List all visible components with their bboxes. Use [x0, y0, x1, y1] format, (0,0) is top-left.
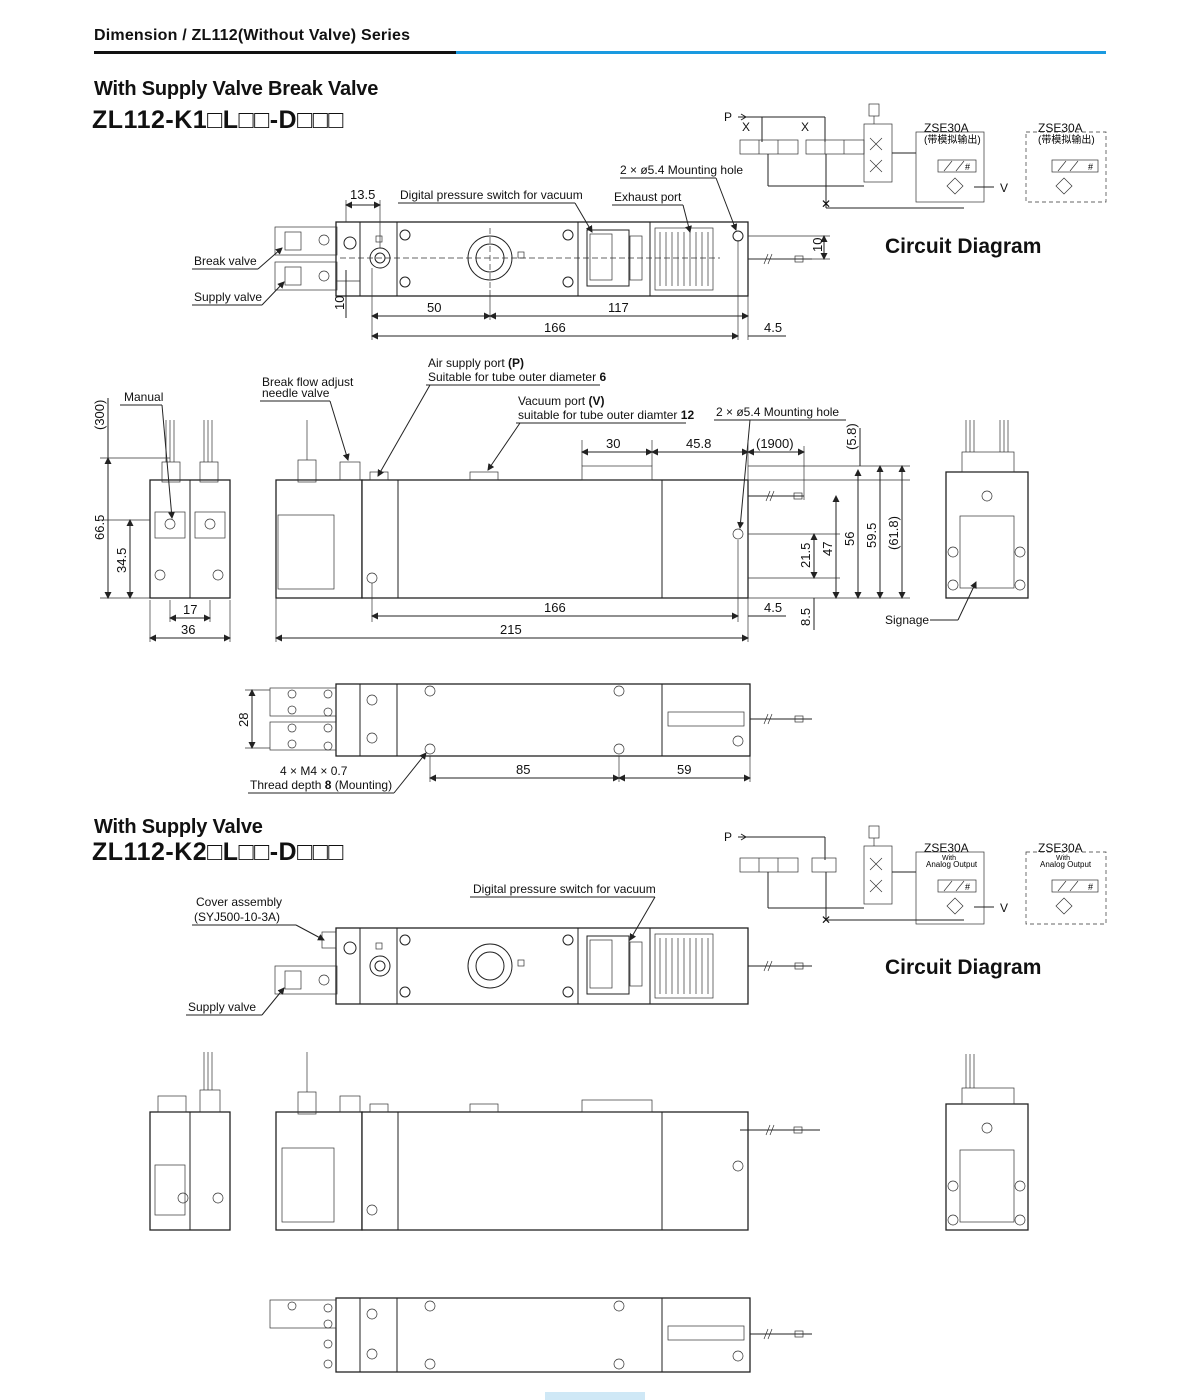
label-cover-2: (SYJ500-10-3A)	[194, 910, 280, 924]
svg-text:#: #	[965, 882, 970, 892]
svg-text:Analog Output: Analog Output	[926, 860, 978, 869]
label-mount-front: 2 × ø5.4 Mounting hole	[716, 405, 839, 419]
svg-text:X: X	[742, 120, 750, 134]
svg-text:(1900): (1900)	[756, 436, 794, 451]
svg-text:ZSE30A: ZSE30A	[924, 841, 969, 855]
header-rule	[94, 51, 456, 54]
label-exhaust-1: Exhaust port	[614, 190, 682, 204]
svg-text:50: 50	[427, 300, 441, 315]
svg-text:117: 117	[608, 300, 629, 315]
svg-text:85: 85	[516, 762, 530, 777]
top-view-1: Digital pressure switch for vacuum 2 × ø…	[192, 163, 830, 340]
svg-text:215: 215	[500, 622, 522, 637]
zse-b-sub-1: (带模拟输出)	[1038, 133, 1095, 146]
svg-text:166: 166	[544, 320, 566, 335]
svg-text:4.5: 4.5	[764, 600, 782, 615]
svg-text:66.5: 66.5	[92, 515, 107, 540]
svg-text:X: X	[801, 120, 809, 134]
label-air-supply: Air supply port (P)	[428, 356, 524, 370]
label-break-valve-1: Break valve	[194, 254, 257, 268]
svg-text:45.8: 45.8	[686, 436, 711, 451]
svg-text:56: 56	[842, 532, 857, 546]
circuit-p-label: P	[724, 110, 732, 124]
label-supply-valve-2: Supply valve	[188, 1000, 256, 1014]
label-break-flow-2: needle valve	[262, 386, 330, 400]
label-air-tube: Suitable for tube outer diameter 6	[428, 370, 606, 384]
section2-model: ZL112-K2□L□□-D□□□	[92, 838, 344, 866]
label-supply-valve-1: Supply valve	[194, 290, 262, 304]
svg-text:47: 47	[820, 542, 835, 556]
svg-text:✕: ✕	[821, 197, 831, 211]
section1-model: ZL112-K1□L□□-D□□□	[92, 106, 344, 134]
label-signage: Signage	[885, 613, 929, 627]
svg-text:P: P	[724, 830, 732, 844]
header-rule-accent	[456, 51, 1106, 54]
watermark-logo	[545, 1392, 645, 1400]
svg-text:10: 10	[810, 238, 825, 252]
svg-text:#: #	[1088, 882, 1093, 892]
label-mount-1: 2 × ø5.4 Mounting hole	[620, 163, 743, 177]
svg-text:21.5: 21.5	[798, 543, 813, 568]
circuit-v-label: V	[1000, 181, 1008, 195]
section2-circuit-title: Circuit Diagram	[885, 956, 1042, 979]
svg-text:17: 17	[183, 602, 197, 617]
label-manual: Manual	[124, 390, 163, 404]
svg-text:(61.8): (61.8)	[886, 516, 901, 550]
svg-text:With: With	[1056, 855, 1070, 862]
front-view-2	[149, 1052, 1029, 1231]
section2-title: With Supply Valve	[94, 816, 263, 838]
svg-text:8.5: 8.5	[798, 608, 813, 626]
svg-text:ZSE30A: ZSE30A	[1038, 841, 1083, 855]
svg-text:30: 30	[606, 436, 620, 451]
svg-text:(5.8): (5.8)	[844, 423, 859, 450]
svg-text:Analog Output: Analog Output	[1040, 860, 1092, 869]
svg-text:36: 36	[181, 622, 195, 637]
zse-a-sub-1: (带模拟输出)	[924, 133, 981, 146]
svg-text:34.5: 34.5	[114, 548, 129, 573]
svg-text:166: 166	[544, 600, 566, 615]
circuit-diagram-1: P X X ✕ ZSE30A (带模拟输出) # V ZSE30A	[724, 103, 1107, 211]
svg-text:13.5: 13.5	[350, 187, 375, 202]
svg-text:(300): (300)	[92, 400, 107, 430]
label-dps-2: Digital pressure switch for vacuum	[473, 882, 656, 896]
svg-text:10: 10	[332, 296, 347, 310]
bottom-view-2	[269, 1297, 812, 1373]
label-cover-1: Cover assembly	[196, 895, 282, 909]
label-dps-1: Digital pressure switch for vacuum	[400, 188, 583, 202]
label-thread-2: Thread depth 8 (Mounting)	[250, 778, 392, 792]
label-thread-1: 4 × M4 × 0.7	[280, 764, 348, 778]
section1-title: With Supply Valve Break Valve	[94, 78, 379, 100]
front-view-1: Manual (300) 66.5 34.5 17 36	[92, 356, 1029, 642]
zse-b-label-1: ZSE30A	[1038, 121, 1083, 135]
svg-text:28: 28	[236, 713, 251, 727]
page-title: Dimension / ZL112(Without Valve) Series	[94, 27, 411, 44]
label-vacuum-tube: suitable for tube outer diamter 12	[518, 408, 694, 422]
label-break-flow-1: Break flow adjust	[262, 375, 354, 389]
svg-text:#: #	[965, 162, 970, 172]
section1-circuit-title: Circuit Diagram	[885, 235, 1042, 258]
bottom-view-1: 28 85 59 4 × M4 × 0.7 Thread depth 8 (Mo…	[236, 683, 812, 794]
circuit-diagram-2: P ✕ ZSE30A With Analog Output # V ZSE30A…	[724, 825, 1107, 927]
svg-text:59: 59	[677, 762, 691, 777]
svg-text:4.5: 4.5	[764, 320, 782, 335]
page-header: Dimension / ZL112(Without Valve) Series	[94, 24, 1106, 56]
label-vacuum-port: Vacuum port (V)	[518, 394, 604, 408]
zse-a-label-1: ZSE30A	[924, 121, 969, 135]
svg-text:59.5: 59.5	[864, 523, 879, 548]
svg-text:V: V	[1000, 901, 1008, 915]
svg-text:#: #	[1088, 162, 1093, 172]
top-view-2: Digital pressure switch for vacuum Cover…	[186, 882, 812, 1016]
svg-text:With: With	[942, 855, 956, 862]
